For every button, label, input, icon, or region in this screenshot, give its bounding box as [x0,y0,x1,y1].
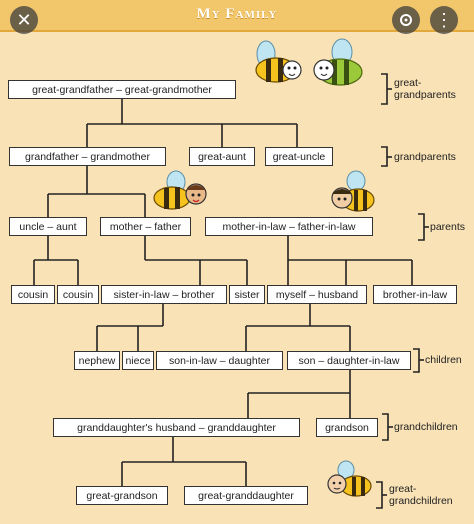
bee-illustration [153,170,207,210]
box-son-daughter-in-law: son – daughter-in-law [287,351,411,370]
label-parents: parents [430,221,466,233]
bee-illustration [313,38,363,86]
label-grandparents: grandparents [394,151,456,163]
box-sister: sister [229,285,265,304]
box-grandson: grandson [316,418,378,437]
close-icon[interactable]: ✕ [10,6,38,34]
box-niece: niece [122,351,154,370]
box-brother-in-law: brother-in-law [373,285,457,304]
box-great-granddaughter: great-granddaughter [184,486,308,505]
box-mother-father: mother – father [100,217,191,236]
page-title: My Family [196,6,278,22]
box-myself-husband: myself – husband [267,285,367,304]
label-children: children [425,354,462,366]
box-nephew: nephew [74,351,120,370]
label-great-grandparents: great- grandparents [394,77,456,101]
box-great-aunt: great-aunt [189,147,255,166]
box-great-grandson: great-grandson [76,486,168,505]
bee-illustration [255,40,302,83]
box-great-grandparents: great-grandfather – great-grandmother [8,80,236,99]
lens-icon[interactable] [392,6,420,34]
box-in-laws: mother-in-law – father-in-law [205,217,373,236]
label-grandchildren: grandchildren [394,421,458,433]
more-vertical-icon[interactable]: ⋮ [430,6,458,34]
bee-illustration [331,170,375,212]
label-great-grandchildren: great- grandchildren [389,483,453,507]
box-uncle-aunt: uncle – aunt [9,217,87,236]
box-grandparents: grandfather – grandmother [9,147,166,166]
box-cousin-1: cousin [11,285,55,304]
box-sister-in-law-brother: sister-in-law – brother [101,285,227,304]
box-granddaughter-husband: granddaughter's husband – granddaughter [53,418,300,437]
bee-illustration [327,460,372,497]
box-cousin-2: cousin [57,285,99,304]
box-great-uncle: great-uncle [265,147,333,166]
box-son-in-law-daughter: son-in-law – daughter [156,351,283,370]
